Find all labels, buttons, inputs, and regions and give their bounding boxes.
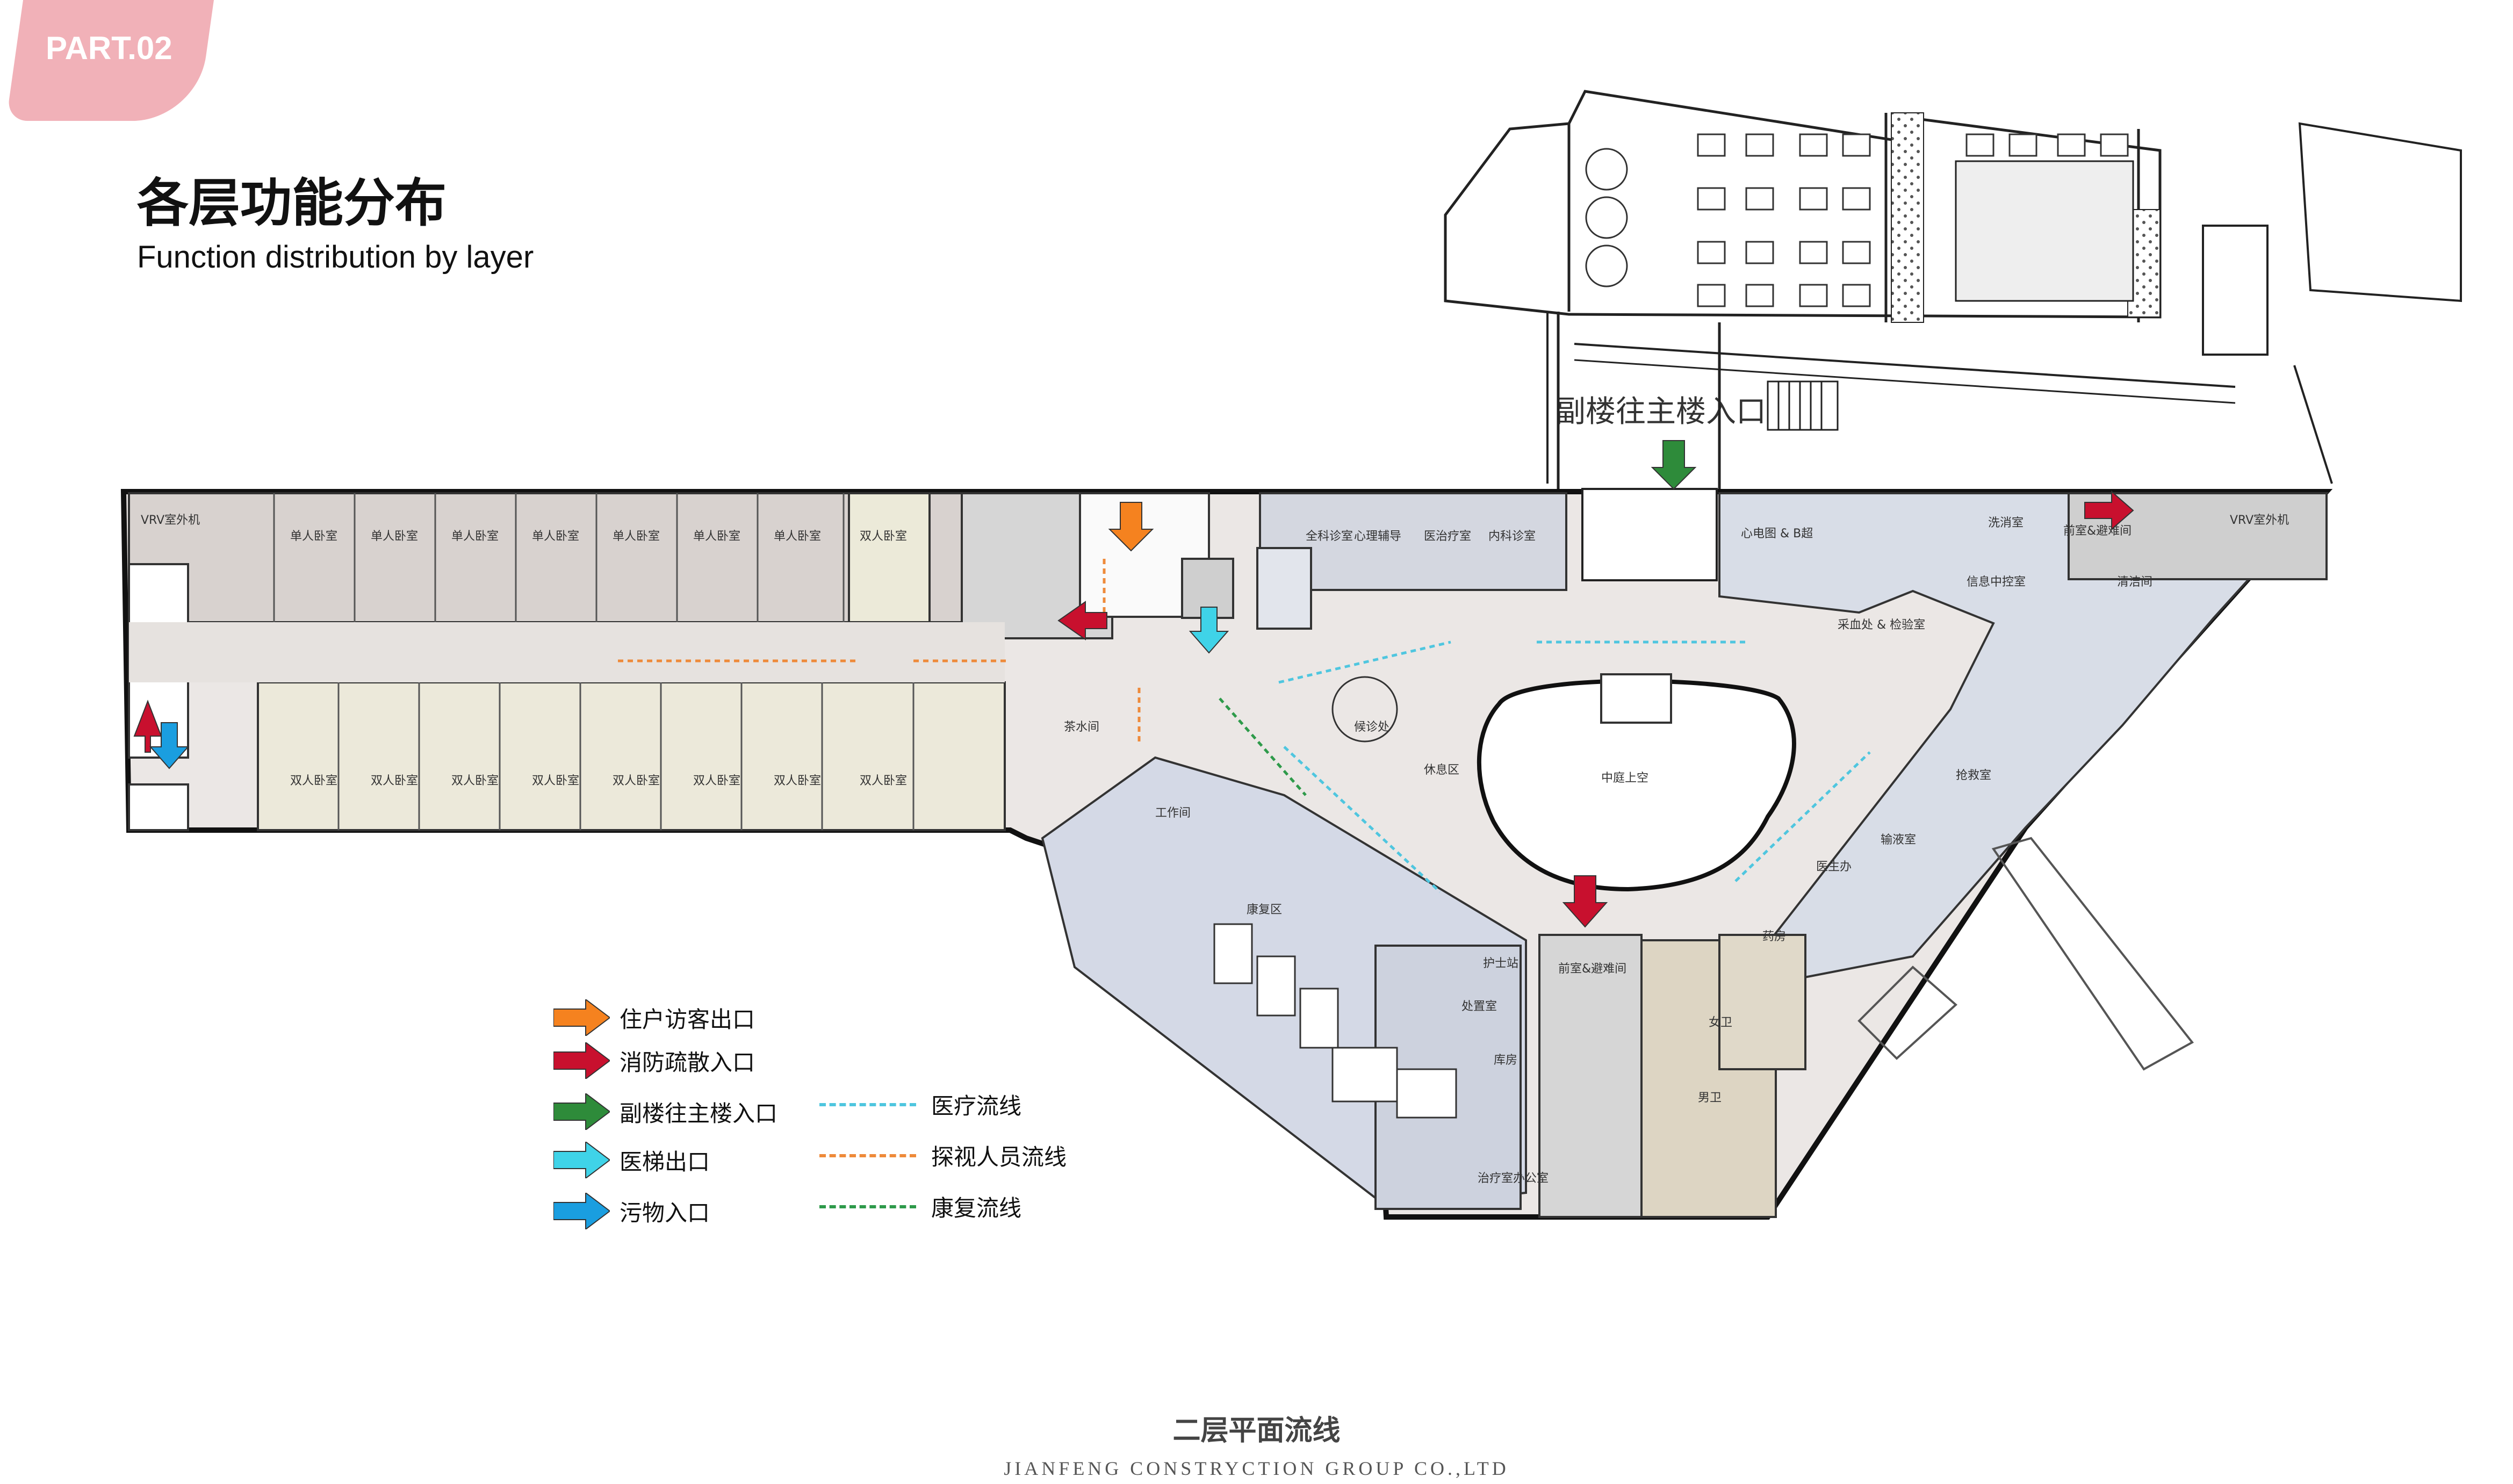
room-label-consult-4: 内科诊室 (1488, 530, 1536, 543)
annex-stair (1767, 380, 1839, 431)
atrium (1477, 679, 1796, 892)
legend-label: 住户访客出口 (620, 1006, 755, 1033)
room-partitions (273, 493, 915, 830)
annex-entrance-label: 副楼往主楼入口 (1556, 394, 1766, 429)
visitor-flow-swatch (819, 1154, 916, 1157)
room-label-double-3: 双人卧室 (451, 774, 499, 788)
room-label-single-4: 单人卧室 (532, 530, 579, 543)
room-label-nurse: 护士站 (1483, 957, 1518, 970)
room-label-doctor: 医生办 (1816, 860, 1852, 874)
company-name: JIANFENG CONSTRYCTION GROUP CO.,LTD (1004, 1458, 1509, 1479)
room-label-pharmacy: 药房 (1762, 930, 1786, 943)
legend-flow-visitor: 探视人员流线 (819, 1139, 1067, 1172)
fire-entrance-arrow-4 (2084, 490, 2134, 531)
room-label-single-1: 单人卧室 (290, 530, 337, 543)
visitor-flow (618, 559, 1141, 741)
annex-tables (1585, 133, 2129, 307)
annex-entrance-arrow (1651, 440, 1697, 490)
room-label-waiting: 候诊处 (1354, 721, 1389, 734)
legend-label: 探视人员流线 (931, 1144, 1067, 1170)
room-label-lounge: 休息区 (1424, 763, 1459, 777)
legend-item-medical-lift: 医梯出口 (553, 1142, 710, 1178)
room-label-consult-3: 医治疗室 (1424, 530, 1471, 543)
fire-entrance-arrow-3 (1562, 875, 1608, 928)
resident-exit-arrow (1108, 502, 1154, 552)
room-label-wash: 洗消室 (1988, 516, 2024, 530)
room-label-single-3: 单人卧室 (451, 530, 499, 543)
waste-entrance-arrow (149, 722, 190, 769)
legend: 住户访客出口 消防疏散入口 副楼往主楼入口 医梯出口 污物入口 医疗流线 探视人… (553, 999, 1144, 1247)
rehab-flow (1219, 697, 1307, 796)
plan-arrows (133, 440, 2134, 928)
plan-caption: 二层平面流线 (1172, 1414, 1341, 1447)
room-label-double-5: 双人卧室 (613, 774, 660, 788)
page-title: 各层功能分布 (137, 173, 447, 233)
legend-label: 消防疏散入口 (620, 1049, 755, 1076)
legend-label: 康复流线 (931, 1195, 1022, 1221)
room-label-male-wc: 男卫 (1698, 1091, 1722, 1105)
room-label-double-a: 双人卧室 (860, 530, 907, 543)
connecting-bridge (1557, 312, 1721, 489)
red-arrow-icon (553, 1042, 610, 1079)
blue-arrow-icon (553, 1193, 610, 1229)
room-label-consult-1: 全科诊室 (1306, 530, 1353, 543)
room-label-double-7: 双人卧室 (774, 774, 821, 788)
room-label-therapy-office: 治疗室办公室 (1478, 1172, 1549, 1185)
room-label-single-2: 单人卧室 (371, 530, 418, 543)
room-label-single-5: 单人卧室 (613, 530, 660, 543)
rehab-flow-swatch (819, 1205, 916, 1208)
legend-item-fire-entrance: 消防疏散入口 (553, 1042, 755, 1079)
room-label-infusion: 输液室 (1881, 833, 1916, 847)
main-building (120, 488, 2333, 1220)
medical-flow (1278, 640, 1871, 893)
part-label: PART.02 (46, 30, 172, 66)
room-label-double-4: 双人卧室 (532, 774, 579, 788)
room-label-info: 信息中控室 (1967, 575, 2026, 589)
legend-flow-medical: 医疗流线 (819, 1088, 1021, 1121)
room-label-vrv-right: VRV室外机 (2230, 514, 2289, 527)
legend-item-annex-entrance: 副楼往主楼入口 (553, 1093, 777, 1130)
medical-flow-swatch (819, 1103, 916, 1106)
legend-item-resident-exit: 住户访客出口 (553, 999, 755, 1036)
room-label-work-room: 工作间 (1155, 806, 1191, 820)
room-label-consult-2: 心理辅导 (1354, 530, 1401, 543)
room-label-vrv-left: VRV室外机 (141, 514, 200, 527)
room-label-refuge: 前室&避难间 (1558, 962, 1626, 976)
room-label-refuge-top: 前室&避难间 (2063, 524, 2132, 538)
room-label-female-wc: 女卫 (1709, 1016, 1732, 1029)
room-label-disposal: 处置室 (1461, 1000, 1497, 1013)
room-label-rehab: 康复区 (1247, 903, 1282, 917)
fire-entrance-arrow-1 (1057, 601, 1107, 640)
room-label-rescue: 抢救室 (1956, 769, 1991, 782)
legend-label: 医梯出口 (620, 1148, 710, 1175)
legend-flow-rehab: 康复流线 (819, 1190, 1021, 1223)
legend-label: 医疗流线 (931, 1093, 1022, 1119)
room-label-lab: 采血处 & 检验室 (1838, 618, 1925, 632)
room-label-single-7: 单人卧室 (774, 530, 821, 543)
room-label-double-1: 双人卧室 (290, 774, 337, 788)
medical-lift-exit-arrow (1189, 607, 1229, 654)
fire-entrance-arrow-2 (133, 700, 162, 753)
legend-label: 污物入口 (620, 1199, 710, 1226)
room-label-single-6: 单人卧室 (693, 530, 740, 543)
room-label-double-6: 双人卧室 (693, 774, 740, 788)
legend-label: 副楼往主楼入口 (620, 1100, 778, 1127)
orange-arrow-icon (553, 999, 610, 1036)
room-label-ecg: 心电图 & B超 (1741, 527, 1813, 541)
legend-item-waste: 污物入口 (553, 1193, 710, 1229)
room-label-tea: 茶水间 (1064, 721, 1099, 734)
room-label-storage: 库房 (1494, 1054, 1517, 1067)
room-label-cleaning: 清洁间 (2117, 575, 2152, 589)
green-arrow-icon (553, 1093, 610, 1130)
room-label-double-2: 双人卧室 (371, 774, 418, 788)
page-subtitle: Function distribution by layer (137, 240, 534, 275)
room-label-double-8: 双人卧室 (860, 774, 907, 788)
cyan-arrow-icon (553, 1142, 610, 1178)
room-label-courtyard: 中庭上空 (1601, 772, 1648, 785)
